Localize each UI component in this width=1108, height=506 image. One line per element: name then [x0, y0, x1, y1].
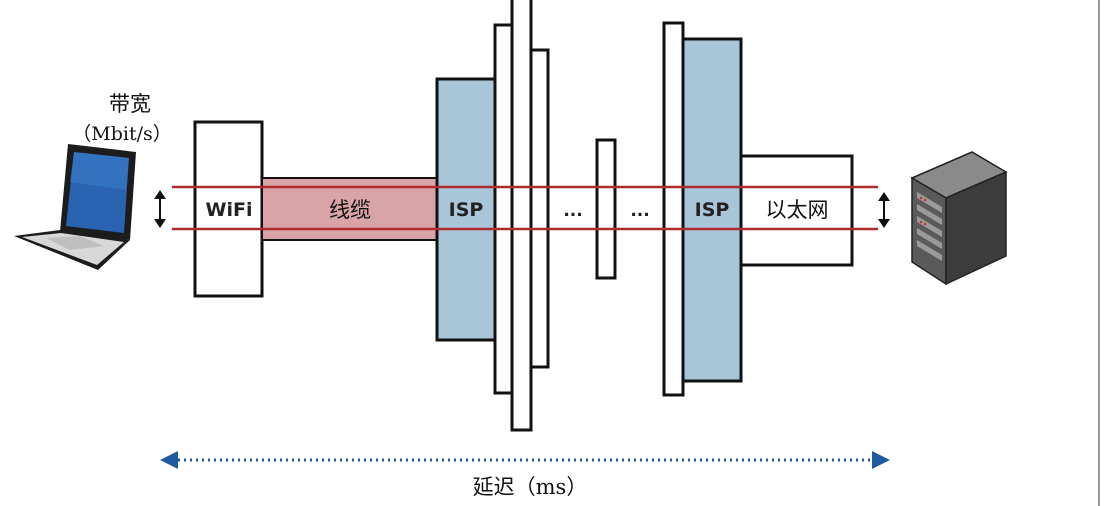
server-icon — [910, 151, 1008, 286]
router-bar-4 — [662, 21, 685, 397]
latency-arrow-icon — [160, 451, 890, 469]
latency-label: 延迟（ms） — [473, 475, 588, 499]
bandwidth-label: 带宽 — [109, 92, 151, 116]
ellipsis-right: ... — [630, 201, 649, 221]
router-bar-3 — [529, 48, 550, 369]
isp-left-label: ISP — [449, 199, 484, 221]
isp-left-block — [435, 77, 499, 342]
isp-right-label: ISP — [695, 199, 730, 221]
bandwidth-right-arrow-icon — [878, 192, 890, 228]
ethernet-label: 以太网 — [766, 198, 829, 222]
ellipsis-left: ... — [563, 201, 582, 221]
ethernet-block — [739, 154, 854, 267]
cable-label: 线缆 — [329, 198, 371, 222]
bandwidth-left-arrow-icon — [154, 190, 166, 228]
bandwidth-unit-label: （Mbit/s） — [72, 123, 171, 145]
router-bar-middle — [595, 138, 617, 280]
wifi-label: WiFi — [206, 199, 253, 221]
router-bar-2 — [510, 0, 533, 432]
laptop-icon — [14, 144, 136, 270]
